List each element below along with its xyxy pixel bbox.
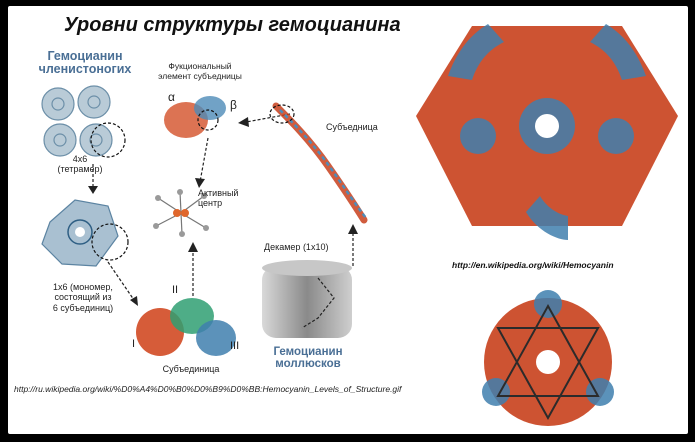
subunit-bottom-label: Субъединица [162,364,220,374]
arthropod-heading: Гемоцианин членистоногих [38,49,132,77]
arrow-decamer-to-strand [348,224,358,266]
functional-unit-image [164,96,226,138]
tetramer-structure-image [41,85,126,158]
roman-i: I [132,338,136,350]
decamer-label: Декамер (1x10) [264,242,329,252]
active-site-label: Активный центр [198,188,239,209]
roman-ii: II [172,284,179,296]
alpha-label: α [168,90,175,104]
hemocyanin-structure-large-image [416,24,678,240]
monomer-label: 1x6 (мономер, состоящий из 6 субъединиц) [52,282,114,313]
arrow-hexamer-to-subunit [107,261,138,306]
hemocyanin-star-image [482,290,614,426]
subunit-right-label: Субъедница [326,122,378,132]
source-url-left[interactable]: http://ru.wikipedia.org/wiki/%D0%A4%D0%B… [14,384,402,394]
diagram-canvas: Уровни структуры гемоцианина Гемоцианин … [8,6,688,434]
active-site-image [153,189,209,237]
roman-iii: III [230,340,240,352]
hexamer-structure-image [41,199,129,267]
subunit-strand-image [269,102,368,224]
tetramer-label: 4x6 (тетрамер) [57,154,103,175]
subunit-bottom-image [136,298,236,356]
arrow-functional-to-active [195,137,209,188]
arrow-tetramer-to-hexamer [88,164,98,194]
source-url-right[interactable]: http://en.wikipedia.org/wiki/Hemocyanin [452,260,614,270]
functional-unit-label: Фукциональный элемент субъедницы [158,61,242,81]
mollusc-heading: Гемоцианин моллюсков [273,346,343,371]
decamer-image [262,260,352,338]
arrow-subunit-to-active [188,242,198,296]
beta-label: β [230,98,237,112]
diagram-title: Уровни структуры гемоцианина [64,14,401,36]
